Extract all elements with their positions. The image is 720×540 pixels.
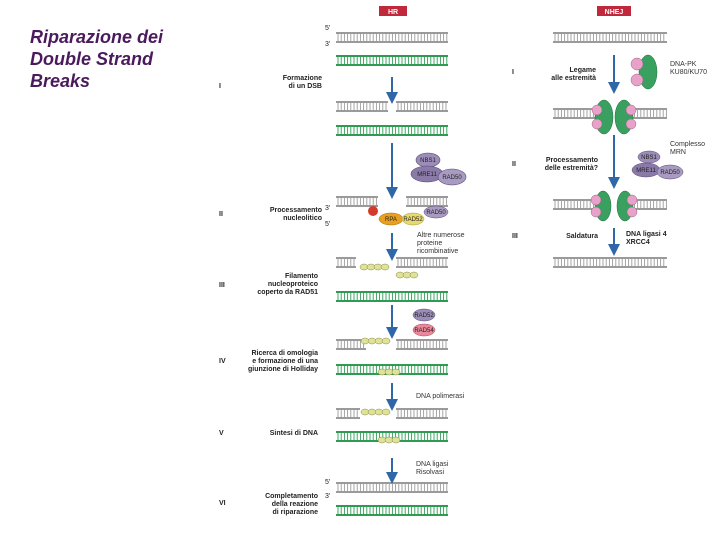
hr-rad51-filament-c (360, 337, 391, 345)
hr-rad54 (412, 323, 436, 337)
hr-dna-grey-5 (336, 339, 448, 350)
nhej-header: NHEJ (605, 9, 624, 16)
slide-title: Riparazione dei Double Strand Breaks (30, 27, 164, 91)
svg-text:RAD50: RAD50 (442, 175, 462, 181)
hr-rad51-filament-f (377, 436, 401, 444)
hr-step-num: III (219, 282, 225, 289)
hr-step-num: VI (219, 500, 226, 507)
hr-header: HR (388, 9, 398, 16)
hr-dna-grey-7 (336, 482, 448, 493)
svg-text:RAD50: RAD50 (660, 170, 680, 176)
svg-text:NBS1: NBS1 (420, 158, 436, 164)
hr-note-dna-polymerase: DNA polimerasi (416, 393, 465, 400)
hr-dna-green-7 (336, 505, 448, 516)
hr-dna-green-3 (336, 257, 448, 268)
nhej-ku-pink-b (630, 73, 644, 87)
hr-header-box (379, 6, 407, 16)
svg-text:NBS1: NBS1 (641, 155, 657, 161)
svg-text:MRE11: MRE11 (417, 172, 437, 178)
hr-red-end (368, 206, 378, 216)
nhej-step-num: I (512, 69, 514, 76)
hr-dna-green-2 (336, 125, 448, 136)
hr-rad50 (437, 168, 467, 186)
hr-rad51-filament-b (395, 271, 419, 279)
nhej-proteins: NBS1 MRE11 RAD50 (590, 54, 684, 222)
hr-dna-grey-2 (336, 101, 448, 112)
hr-end-5-top: 5' (325, 25, 330, 32)
svg-text:MRE11: MRE11 (636, 168, 656, 174)
hr-dna-grey-1 (336, 32, 448, 43)
hr-rad51-filament-e (360, 408, 391, 416)
hr-end-5-bottom: 5' (325, 479, 330, 486)
hr-end-3-bottom: 3' (325, 493, 330, 500)
hr-dna-green-5 (336, 364, 448, 375)
svg-text:RAD50: RAD50 (426, 210, 446, 216)
hr-step-num: V (219, 430, 224, 437)
nhej-header-box (597, 6, 631, 16)
hr-rad52 (401, 212, 425, 226)
svg-text:RAD52: RAD52 (403, 217, 423, 223)
hr-end-3-mid: 3' (325, 205, 330, 212)
nhej-dna-grey-1 (553, 32, 667, 43)
svg-text:RPA: RPA (385, 217, 397, 223)
nhej-step-label: Saldatura (566, 233, 598, 240)
hr-rad52-b (412, 308, 436, 322)
hr-dna-molecules (336, 32, 448, 516)
hr-step-num: I (219, 83, 221, 90)
svg-text:RAD54: RAD54 (414, 328, 434, 334)
svg-text:RAD52: RAD52 (414, 313, 434, 319)
nhej-ku-green (638, 54, 658, 90)
hr-step-num: II (219, 211, 223, 218)
hr-end-3-top: 3' (325, 41, 330, 48)
nhej-step-num: II (512, 161, 516, 168)
nhej-ku-pink-a (630, 57, 644, 71)
nhej-dna-grey-4 (553, 257, 667, 268)
hr-rad50-top (423, 205, 449, 219)
hr-end-5-mid: 5' (325, 221, 330, 228)
hr-rad51-filament-a (359, 263, 390, 271)
nhej-step-num: III (512, 233, 518, 240)
hr-dna-green-4 (336, 291, 448, 302)
hr-step-num: IV (219, 358, 226, 365)
hr-dna-grey-3 (336, 196, 448, 207)
hr-proteins: NBS1 MRE11 RAD50 RPA RAD52 RAD50 RAD52 R… (368, 152, 467, 337)
hr-step-label: Sintesi di DNA (270, 430, 318, 437)
hr-dna-green-1 (336, 55, 448, 66)
hr-dna-grey-6 (336, 408, 448, 419)
nhej-rad50 (656, 164, 684, 180)
hr-rad51-filament-d (377, 368, 401, 376)
